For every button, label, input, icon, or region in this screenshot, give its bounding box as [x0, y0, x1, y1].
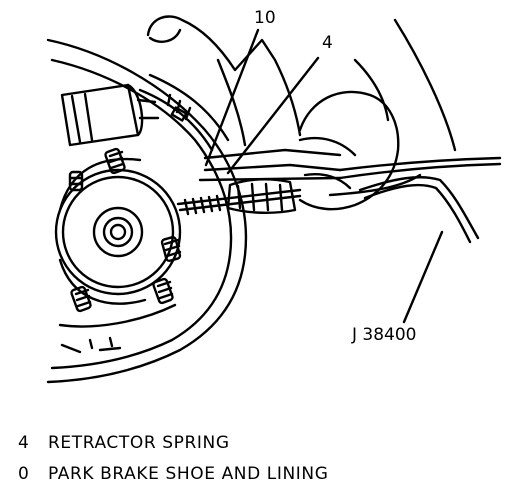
legend-number: 4 [18, 433, 30, 453]
leader-line-4 [226, 56, 320, 175]
backing-plate [46, 38, 248, 384]
leader-line-10 [204, 28, 260, 167]
legend-row: 4 RETRACTOR SPRING [18, 435, 230, 452]
spring-tool-pliers [198, 148, 342, 214]
legend-text: RETRACTOR SPRING [48, 433, 230, 453]
lower-hand [298, 90, 400, 211]
wheel-cylinder [60, 83, 140, 147]
j38400-tool [328, 156, 502, 244]
park-brake-shoe [148, 73, 230, 142]
legend-text: PARK BRAKE SHOE AND LINING [48, 464, 329, 484]
wheel-hub [54, 157, 182, 305]
upper-hand [146, 15, 302, 137]
callout-10: 10 [254, 8, 276, 28]
callout-4: 4 [322, 33, 333, 53]
wheel-studs [68, 147, 182, 313]
legend-row: 0 PARK BRAKE SHOE AND LINING [18, 466, 329, 483]
callout-j38400: J 38400 [352, 325, 417, 345]
leader-line-tool [402, 230, 444, 324]
legend-number: 0 [18, 464, 30, 484]
